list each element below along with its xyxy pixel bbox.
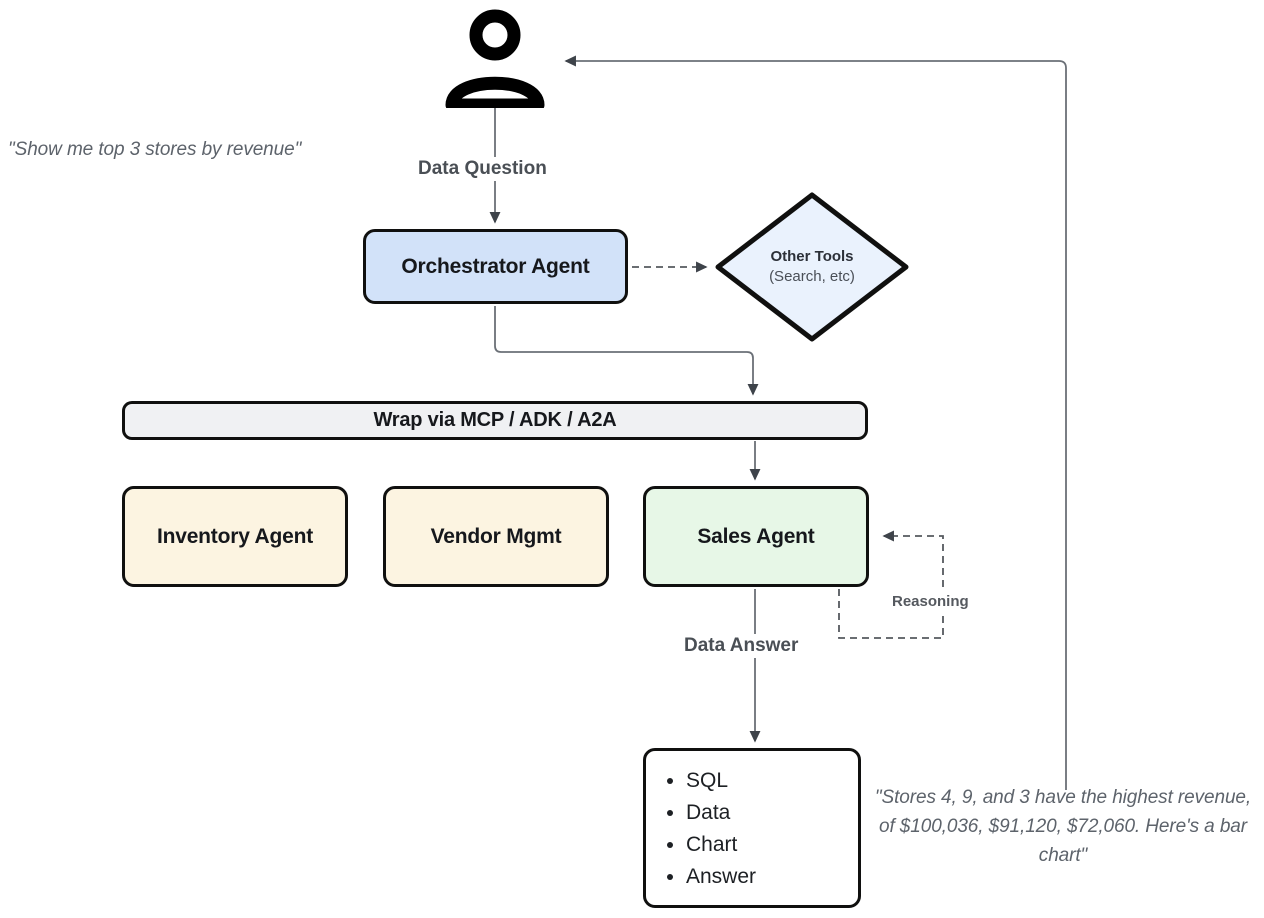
edge-label-data-answer: Data Answer [679,634,804,658]
node-other-tools[interactable]: Other Tools (Search, etc) [713,190,911,344]
node-orchestrator-agent[interactable]: Orchestrator Agent [363,229,628,304]
node-wrap-layer[interactable]: Wrap via MCP / ADK / A2A [122,401,868,440]
node-inventory-agent[interactable]: Inventory Agent [122,486,348,587]
node-vendor-mgmt-label: Vendor Mgmt [430,524,562,548]
node-inventory-agent-label: Inventory Agent [156,524,314,548]
answer-quote: "Stores 4, 9, and 3 have the highest rev… [874,787,1252,866]
user-quote: "Show me top 3 stores by revenue" [8,139,302,160]
diamond-shape [715,192,909,342]
edge-label-reasoning: Reasoning [887,592,974,611]
user-actor [445,8,545,112]
node-sales-agent-label: Sales Agent [697,524,815,548]
list-item: Chart [686,829,858,861]
list-item: SQL [686,765,858,797]
edge-label-data-question: Data Question [413,157,552,181]
list-item: Data [686,797,858,829]
person-icon [445,9,545,112]
node-other-tools-text: Other Tools (Search, etc) [713,247,911,287]
node-sales-agent[interactable]: Sales Agent [643,486,869,587]
output-artifact-list: SQL Data Chart Answer [668,765,858,893]
list-item: Answer [686,861,858,893]
node-other-tools-title: Other Tools [770,248,854,266]
node-orchestrator-agent-label: Orchestrator Agent [401,254,590,278]
node-output-artifacts[interactable]: SQL Data Chart Answer [643,748,861,908]
node-wrap-layer-label: Wrap via MCP / ADK / A2A [373,409,617,431]
node-vendor-mgmt[interactable]: Vendor Mgmt [383,486,609,587]
node-other-tools-subtitle: (Search, etc) [769,268,855,285]
